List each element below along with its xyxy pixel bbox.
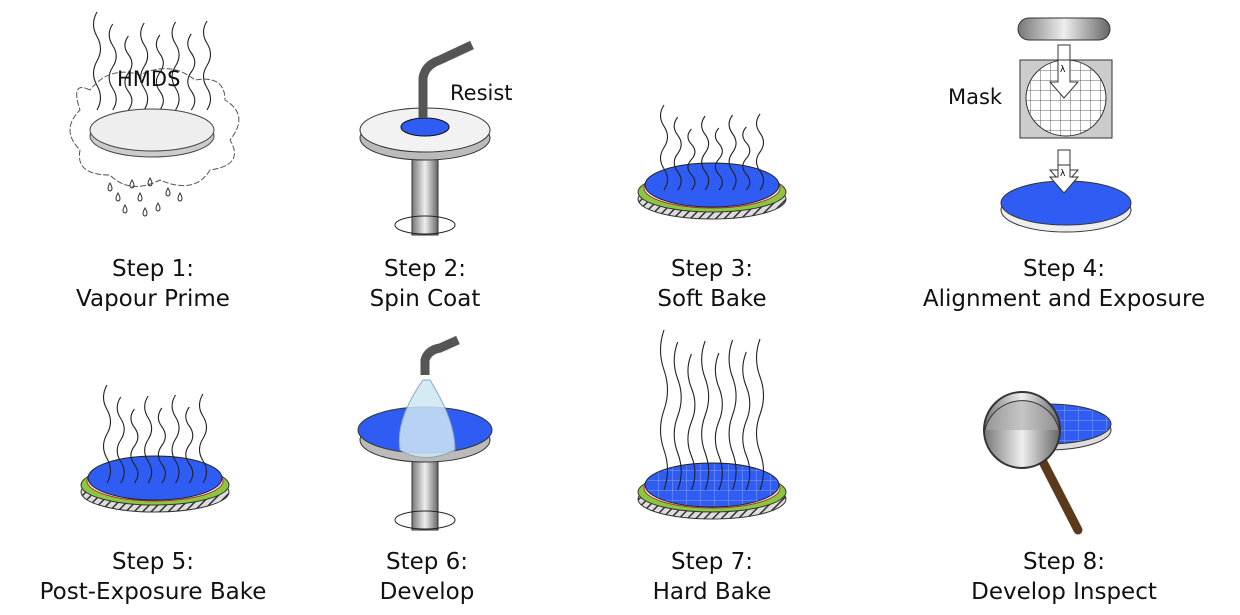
step-5-illustration: [80, 384, 230, 513]
rotation-arrow: [394, 510, 456, 530]
heat-wave: [687, 353, 696, 491]
step-2-name: Spin Coat: [370, 286, 481, 312]
resist-puddle: [400, 117, 450, 137]
heat-wave: [659, 329, 669, 491]
step-5-number: Step 5:: [112, 549, 194, 575]
step-4-name: Alignment and Exposure: [923, 286, 1205, 312]
droplet: [155, 201, 161, 212]
droplet: [115, 191, 121, 202]
step-2-illustration: Resist: [359, 40, 513, 236]
lambda-symbol: λ: [1060, 65, 1066, 75]
heat-wave: [742, 351, 751, 491]
step-labels: Step 1: Vapour Prime Step 2: Spin Coat S…: [40, 256, 1205, 605]
magnifier-handle: [1037, 455, 1083, 535]
heat-wave: [185, 406, 194, 484]
step-1-number: Step 1:: [112, 256, 194, 282]
lamp: [1017, 17, 1111, 41]
step-7-name: Hard Bake: [653, 579, 772, 605]
heat-wave: [116, 396, 125, 484]
resist-label: Resist: [450, 81, 513, 105]
heat-wave: [728, 339, 737, 491]
step-8-name: Develop Inspect: [971, 579, 1157, 605]
nozzle: [418, 40, 474, 118]
droplet: [122, 203, 128, 214]
step-6-name: Develop: [380, 579, 475, 605]
droplet: [129, 178, 135, 189]
heat-wave: [659, 104, 669, 191]
step-8-illustration: [983, 391, 1112, 535]
heat-wave: [157, 407, 166, 484]
heat-wave: [144, 395, 153, 484]
heat-wave: [673, 116, 682, 191]
heat-wave: [202, 20, 212, 111]
heat-wave: [673, 341, 682, 491]
heat-wave: [687, 128, 696, 191]
heat-wave: [155, 34, 164, 111]
mask-label: Mask: [948, 85, 1003, 109]
droplet: [107, 181, 113, 192]
spindle: [411, 149, 439, 236]
step-1-name: Vapour Prime: [76, 286, 230, 312]
droplet: [137, 191, 143, 202]
heat-wave: [171, 394, 180, 484]
spindle: [411, 449, 439, 531]
vapour-cloud: [69, 68, 240, 187]
heat-wave: [124, 35, 133, 111]
heat-wave: [102, 384, 112, 484]
heat-wave: [108, 23, 117, 111]
step-3-number: Step 3:: [671, 256, 753, 282]
step-7-illustration: [637, 329, 787, 520]
heat-wave: [701, 115, 710, 191]
rotation-arrow: [394, 215, 456, 235]
heat-wave: [198, 393, 208, 484]
heat-wave: [130, 408, 139, 484]
heat-wave: [742, 126, 751, 191]
developer-spray: [398, 379, 456, 458]
droplet: [142, 206, 148, 217]
heat-wave: [140, 22, 149, 111]
step-3-illustration: [637, 104, 787, 220]
resist-layer: [644, 462, 780, 508]
step-6-number: Step 6:: [386, 549, 468, 575]
heat-wave: [755, 113, 765, 191]
droplet: [177, 191, 183, 202]
heat-wave: [714, 127, 723, 191]
heat-wave: [701, 340, 710, 491]
droplet: [165, 186, 171, 197]
heat-wave: [187, 33, 196, 111]
step-5-name: Post-Exposure Bake: [40, 579, 267, 605]
step-2-number: Step 2:: [384, 256, 466, 282]
step-3-name: Soft Bake: [657, 286, 766, 312]
wafer-top: [89, 108, 215, 152]
heat-wave: [755, 338, 765, 491]
heat-wave: [714, 352, 723, 491]
step-6-illustration: [357, 335, 493, 531]
lambda-symbol: λ: [1060, 169, 1066, 179]
step-7-number: Step 7:: [671, 549, 753, 575]
heat-wave: [171, 21, 180, 111]
droplet: [147, 176, 153, 187]
heat-wave: [92, 11, 102, 111]
step-1-illustration: HMDS: [69, 11, 240, 217]
step-4-number: Step 4:: [1023, 256, 1105, 282]
step-8-number: Step 8:: [1023, 549, 1105, 575]
resist-layer: [87, 455, 223, 501]
droplets: [107, 176, 183, 217]
hmds-label: HMDS: [117, 67, 180, 91]
heat-wave: [728, 114, 737, 191]
step-4-illustration: Mask λ λ: [948, 17, 1132, 233]
nozzle: [420, 335, 460, 375]
